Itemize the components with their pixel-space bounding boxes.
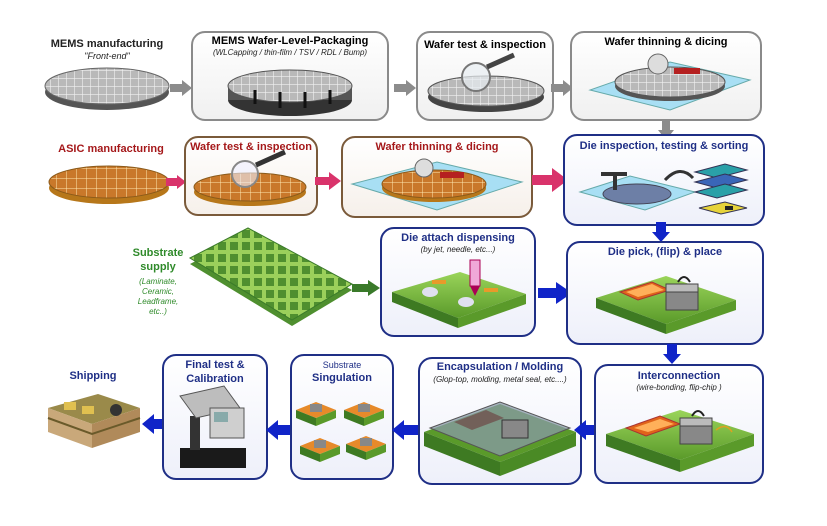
substrate-item-4: etc..) — [149, 307, 167, 316]
grey-arrow-2 — [394, 80, 416, 96]
test-equipment-image — [179, 385, 246, 468]
wire-bonded-board-image — [606, 410, 754, 472]
interconnect-sub: (wire-bonding, flip-chip ) — [636, 383, 722, 392]
die-pick-title: Die pick, (flip) & place — [607, 246, 723, 258]
blue-arrow-left-2 — [266, 420, 292, 440]
singulation-title-1: Substrate — [322, 360, 362, 370]
mems-sub: "Front-end" — [84, 51, 130, 61]
wlp-wafer-stack-image — [227, 69, 353, 116]
substrate-strip-image — [188, 227, 354, 326]
pink-arrow-1 — [166, 175, 186, 189]
interconnect-title: Interconnection — [637, 370, 721, 382]
asic-thin-title: Wafer thinning & dicing — [375, 141, 499, 153]
blue-arrow-down-1 — [652, 222, 670, 242]
blue-arrow-down-2 — [663, 344, 681, 364]
die-sorting-image — [578, 163, 749, 215]
substrate-title-2: supply — [140, 261, 176, 273]
blue-arrow-left-3 — [392, 420, 418, 440]
mems-test-title: Wafer test & inspection — [424, 39, 546, 51]
substrate-item-2: Ceramic, — [141, 287, 174, 296]
die-attach-board-image — [392, 259, 526, 328]
grey-arrow-1 — [170, 80, 192, 96]
pink-arrow-2 — [315, 172, 341, 190]
singulated-modules-image — [296, 402, 386, 462]
asic-test-title: Wafer test & inspection — [190, 141, 312, 153]
mems-test-wafer-image — [427, 52, 545, 112]
final-test-title-2: Calibration — [186, 373, 244, 385]
substrate-item-1: (Laminate, — [139, 277, 177, 286]
die-insp-title: Die inspection, testing & sorting — [579, 140, 749, 152]
grey-arrow-3 — [551, 80, 573, 96]
final-test-title-1: Final test & — [185, 359, 245, 371]
asic-test-wafer-image — [193, 149, 307, 206]
singulation-title-2: Singulation — [312, 372, 372, 384]
molded-board-image — [424, 401, 576, 476]
die-pick-board-image — [596, 276, 736, 334]
asic-label: ASIC manufacturing — [58, 143, 164, 155]
encap-sub: (Glop-top, molding, metal seal, etc....) — [433, 375, 567, 384]
green-arrow — [352, 280, 380, 296]
asic-wafer-image — [48, 165, 170, 204]
blue-arrow-right — [538, 282, 572, 304]
mems-thin-wafer-image — [588, 53, 752, 111]
die-attach-sub: (by jet, needle, etc...) — [420, 245, 496, 254]
shipping-title: Shipping — [69, 370, 117, 382]
encap-title: Encapsulation / Molding — [436, 361, 564, 373]
mems-label: MEMS manufacturing — [50, 38, 164, 50]
wlp-title: MEMS Wafer-Level-Packaging — [211, 35, 369, 47]
wlp-sub: (WLCapping / thin-film / TSV / RDL / Bum… — [212, 48, 368, 57]
mems-thin-title: Wafer thinning & dicing — [604, 36, 728, 48]
substrate-item-3: Leadframe, — [137, 297, 179, 306]
mems-wafer-image — [44, 67, 170, 110]
shipping-package-image — [47, 394, 141, 448]
asic-thin-wafer-image — [350, 158, 524, 211]
die-attach-title: Die attach dispensing — [401, 232, 515, 244]
pink-arrow-3 — [532, 168, 568, 192]
blue-arrow-left-1 — [142, 414, 168, 434]
substrate-title-1: Substrate — [132, 247, 184, 259]
